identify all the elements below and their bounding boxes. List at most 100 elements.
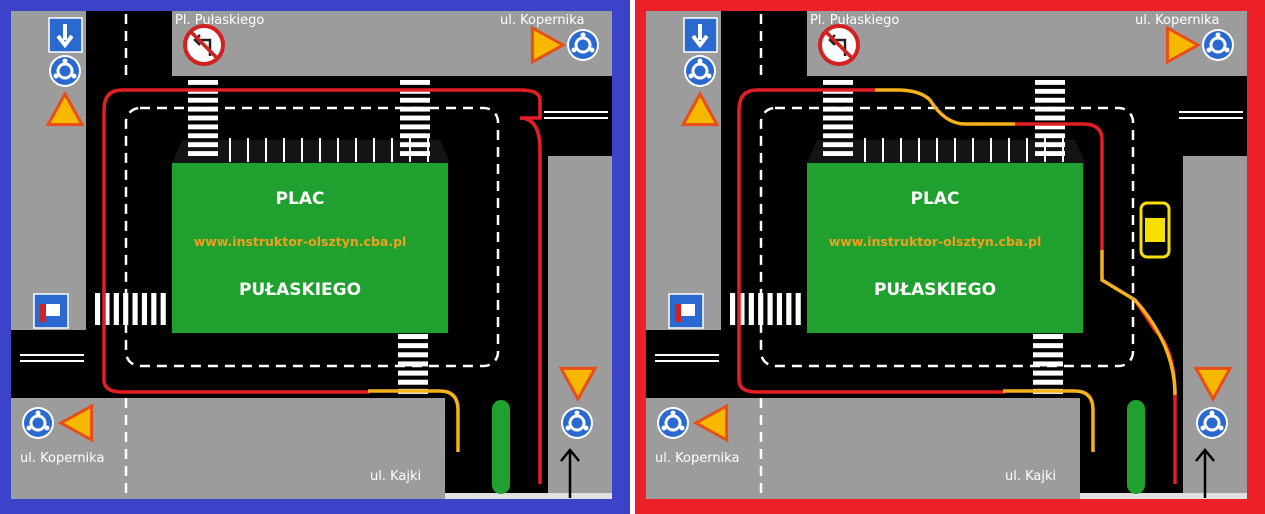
- crosswalk-stripe: [1033, 379, 1063, 385]
- roundabout-ring: [691, 62, 709, 80]
- crosswalk-stripe: [1035, 80, 1065, 85]
- crosswalk-stripe: [786, 293, 792, 325]
- crosswalk-top-right: [1035, 80, 1065, 156]
- roundabout-arrowhead: [688, 73, 694, 79]
- crosswalk-stripe: [398, 361, 428, 367]
- crosswalk-stripe: [132, 293, 138, 325]
- roundabout-arrowhead: [1200, 425, 1206, 431]
- route-yellow: [1100, 250, 1177, 396]
- yield-triangle-sign: [45, 90, 85, 127]
- crosswalk-stripe: [400, 106, 430, 112]
- square-title-line1: PLAC: [276, 189, 325, 209]
- crosswalk-stripe: [398, 352, 428, 358]
- crosswalk-stripe: [400, 124, 430, 130]
- down-arrow-icon: [56, 24, 74, 49]
- yield-triangle-sign: [558, 366, 598, 403]
- crosswalk-stripe: [823, 142, 853, 148]
- roundabout-sign: [22, 407, 54, 439]
- crosswalk-stripe: [398, 379, 428, 385]
- street-label-top-right: ul. Kopernika: [500, 13, 584, 28]
- crosswalk-stripe: [188, 97, 218, 103]
- crosswalk-stripe: [823, 151, 853, 156]
- roundabout-arrowhead: [661, 425, 667, 431]
- roundabout-ring: [1209, 36, 1227, 54]
- intersection-diagram-right: PLACPUŁASKIEGOwww.instruktor-olsztyn.cba…: [635, 0, 1265, 514]
- roundabout-arrowhead: [26, 425, 32, 431]
- crosswalk-stripe: [1035, 151, 1065, 156]
- crosswalk-stripe: [823, 133, 853, 139]
- roundabout-arrowhead: [580, 32, 586, 38]
- sign-face: [563, 409, 591, 437]
- lane-marking-ring: [759, 106, 1135, 368]
- roundabout-sign: [1202, 29, 1234, 61]
- roundabout-arrowhead: [574, 410, 580, 416]
- crosswalk-stripe: [1035, 133, 1065, 139]
- sign-face: [24, 409, 52, 437]
- roundabout-arrowhead: [697, 58, 703, 64]
- roundabout-sign: [561, 407, 593, 439]
- roundabout-arrowhead: [35, 410, 41, 416]
- roundabout-arrowhead: [71, 73, 77, 79]
- square-title-line1: PLAC: [911, 189, 960, 209]
- street-label-top-left: Pl. Pułaskiego: [175, 13, 264, 28]
- crosswalk-stripe: [823, 97, 853, 103]
- roundabout-sign: [1196, 407, 1228, 439]
- sign-face: [1204, 31, 1232, 59]
- crosswalk-stripe: [400, 115, 430, 121]
- route-red: [1015, 122, 1104, 250]
- route-red: [102, 88, 542, 484]
- crosswalk-stripe: [400, 80, 430, 85]
- street-label-bottom-left: ul. Kopernika: [655, 451, 739, 466]
- crosswalk-stripe: [1035, 97, 1065, 103]
- yield-triangle-sign: [57, 403, 94, 443]
- crosswalk-stripe: [776, 293, 783, 325]
- crosswalk-stripe: [160, 293, 166, 325]
- roundabout-sign: [567, 29, 599, 61]
- crosswalk-stripe: [151, 293, 157, 325]
- yield-triangle-sign: [1165, 25, 1202, 65]
- crosswalk-stripe: [398, 370, 428, 376]
- square-island: [172, 163, 448, 333]
- crosswalk-stripe: [1033, 370, 1063, 376]
- yield-triangle-sign: [530, 25, 567, 65]
- roundabout-ring: [1203, 414, 1221, 432]
- down-arrow-icon: [691, 24, 709, 49]
- sidewalk-right: [1183, 156, 1247, 499]
- crosswalk-stripe: [767, 293, 773, 325]
- crosswalk-stripe: [398, 343, 428, 349]
- crosswalk-stripe: [123, 293, 129, 325]
- dead-end-mark: [40, 304, 46, 322]
- yield-triangle-sign: [680, 90, 720, 127]
- crosswalk-left: [95, 293, 166, 325]
- lane-marking-ring: [124, 106, 500, 368]
- square-island: [807, 163, 1083, 333]
- crosswalk-stripe: [739, 293, 745, 325]
- parked-car: [1139, 201, 1171, 259]
- prohibition-bar: [189, 30, 219, 60]
- crosswalk-stripe: [113, 293, 119, 325]
- roundabout-arrowhead: [62, 58, 68, 64]
- roundabout-arrowhead: [53, 73, 59, 79]
- road-edge: [1080, 493, 1247, 499]
- dead-end-sign: [33, 293, 69, 329]
- crosswalk-stripe: [1033, 352, 1063, 358]
- crosswalk-stripe: [748, 293, 754, 325]
- website-watermark: www.instruktor-olsztyn.cba.pl: [829, 234, 1042, 249]
- crosswalk-stripe: [188, 115, 218, 121]
- prohibition-bar: [824, 30, 854, 60]
- crosswalk-stripe: [1033, 343, 1063, 349]
- route-yellow: [875, 88, 1015, 126]
- street-label-bottom-right: ul. Kajki: [1005, 469, 1056, 484]
- crosswalk-stripe: [188, 80, 218, 85]
- crosswalk-stripe: [1033, 361, 1063, 367]
- car-roof: [1145, 218, 1165, 242]
- roundabout-ring: [574, 36, 592, 54]
- yield-triangle-sign: [1193, 366, 1233, 403]
- route-red: [737, 88, 1005, 394]
- roundabout-arrowhead: [571, 47, 577, 53]
- street-label-top-right: ul. Kopernika: [1135, 13, 1219, 28]
- crosswalk-stripe: [188, 106, 218, 112]
- crosswalk-stripe: [398, 334, 428, 340]
- road-edge: [445, 493, 612, 499]
